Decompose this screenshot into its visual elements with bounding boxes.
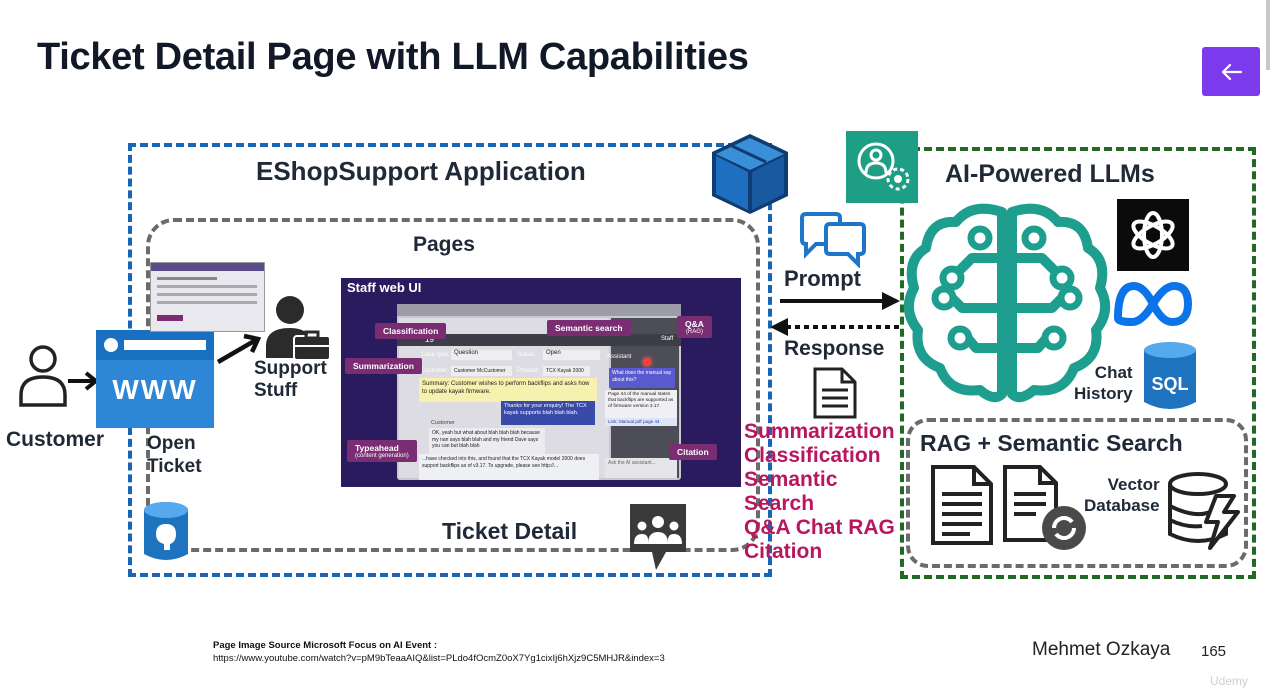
customer-label: Customer <box>6 428 105 451</box>
brain-icon <box>903 203 1111 403</box>
draft-text: ...have checked into this, and found tha… <box>419 454 599 480</box>
arrow-left-icon <box>1221 63 1242 80</box>
chat-history-label: Chat History <box>1074 363 1133 403</box>
assistant-link: Link: Manual.pdf page 44 <box>605 418 677 426</box>
open-ticket-label: Open Ticket <box>147 433 202 477</box>
support-staff-label: Support Stuff <box>254 358 327 401</box>
capability-citation: Citation <box>744 540 823 563</box>
capability-summarization: Summarization <box>744 420 895 443</box>
ticket-detail-label: Ticket Detail <box>442 518 578 544</box>
sql-database-icon: SQL <box>1144 342 1196 409</box>
author-name: Mehmet Ozkaya <box>1032 639 1171 660</box>
sql-label: SQL <box>1151 374 1188 394</box>
capability-search: Search <box>744 492 815 515</box>
chat-bubbles-icon <box>800 212 866 268</box>
case-type-label: Case type: <box>421 352 450 358</box>
source-url[interactable]: https://www.youtube.com/watch?v=pM9bTeaa… <box>213 653 665 664</box>
callout-qa-sub: (RAG) <box>685 329 703 335</box>
prompt-label: Prompt <box>784 266 861 291</box>
text-document-icon <box>931 465 993 545</box>
pages-label: Pages <box>413 233 475 256</box>
database-icon <box>144 502 188 560</box>
customer-icon <box>19 345 67 407</box>
page-number: 165 <box>1201 643 1227 660</box>
callout-typeahead-label: Typeahead <box>355 443 399 453</box>
www-label: WWW <box>112 374 198 405</box>
assistant-label: Assistant <box>607 354 632 360</box>
staff-label: Staff <box>661 336 674 342</box>
capabilities-list: Summarization Classification Semantic Se… <box>744 420 895 564</box>
case-type-select: Question <box>451 350 512 360</box>
staff-web-ui-screenshot: Staff web UI 19 Staff Case type: Questio… <box>341 278 741 487</box>
back-button[interactable] <box>1202 47 1260 96</box>
meta-logo <box>1114 281 1193 327</box>
rag-label: RAG + Semantic Search <box>920 430 1183 456</box>
product-label: Product: <box>517 368 540 374</box>
callout-typeahead-sub: (content generation) <box>355 453 409 459</box>
ai-boundary <box>900 147 1256 579</box>
prompt-arrow <box>780 292 900 310</box>
app-label: EShopSupport Application <box>256 156 586 186</box>
vector-db-label: Vector Database <box>1084 475 1160 515</box>
ask-input: Ask the AI assistant... <box>605 458 677 478</box>
assistant-question: What does the manual say about this? <box>609 368 675 388</box>
callout-classification: Classification <box>375 323 447 339</box>
record-dot <box>643 358 651 366</box>
capability-qa-chat-rag: Q&A Chat RAG <box>744 516 895 539</box>
ai-label: AI-Powered LLMs <box>945 160 1155 188</box>
customer-msg: OK, yeah but what about blah blah blah b… <box>429 428 545 454</box>
scrollbar[interactable] <box>1266 0 1270 70</box>
capability-semantic: Semantic <box>744 468 838 491</box>
response-arrow <box>770 318 902 336</box>
openai-logo <box>1117 199 1189 271</box>
support-thumbnail <box>150 262 265 332</box>
document-icon <box>813 367 857 419</box>
screenshot-header: Staff web UI <box>347 280 422 295</box>
group-chat-icon <box>630 504 686 570</box>
status-select: Open <box>543 350 600 360</box>
capability-classification: Classification <box>744 444 881 467</box>
status-label: Status: <box>517 352 536 358</box>
callout-qa-label: Q&A <box>685 319 704 329</box>
customer-field-value: Customer McCustomer <box>451 366 512 376</box>
product-value: TCX Kayak 2000 <box>543 366 590 376</box>
callout-typeahead: Typeahead (content generation) <box>347 440 417 462</box>
udemy-watermark: Udemy <box>1210 674 1249 688</box>
rag-boundary <box>906 418 1248 568</box>
arrow-to-support <box>216 333 262 364</box>
customer-msg-label: Customer <box>431 420 455 426</box>
reply-bubble: Thanks for your enquiry! The TCX kayak s… <box>501 401 595 425</box>
support-staff-icon <box>266 296 331 361</box>
www-browser-icon: WWW <box>96 330 214 428</box>
cube-icon <box>712 134 788 214</box>
customer-field-label: Customer: <box>421 368 449 374</box>
callout-summarization: Summarization <box>345 358 422 374</box>
vector-database-icon <box>1168 472 1240 550</box>
ai-service-icon <box>846 131 918 203</box>
callout-qa: Q&A (RAG) <box>677 316 712 338</box>
source-label: Page Image Source Microsoft Focus on AI … <box>213 640 437 651</box>
document-sync-icon <box>1003 465 1086 550</box>
summary-text: Summary: Customer wishes to perform back… <box>419 378 597 402</box>
slide-title: Ticket Detail Page with LLM Capabilities <box>37 36 749 78</box>
assistant-answer: Page 44 of the manual states that backfl… <box>605 390 677 418</box>
callout-semantic-search: Semantic search <box>547 320 631 336</box>
response-label: Response <box>784 337 885 360</box>
callout-citation: Citation <box>669 444 717 460</box>
ticket-id: 19 <box>425 335 434 344</box>
